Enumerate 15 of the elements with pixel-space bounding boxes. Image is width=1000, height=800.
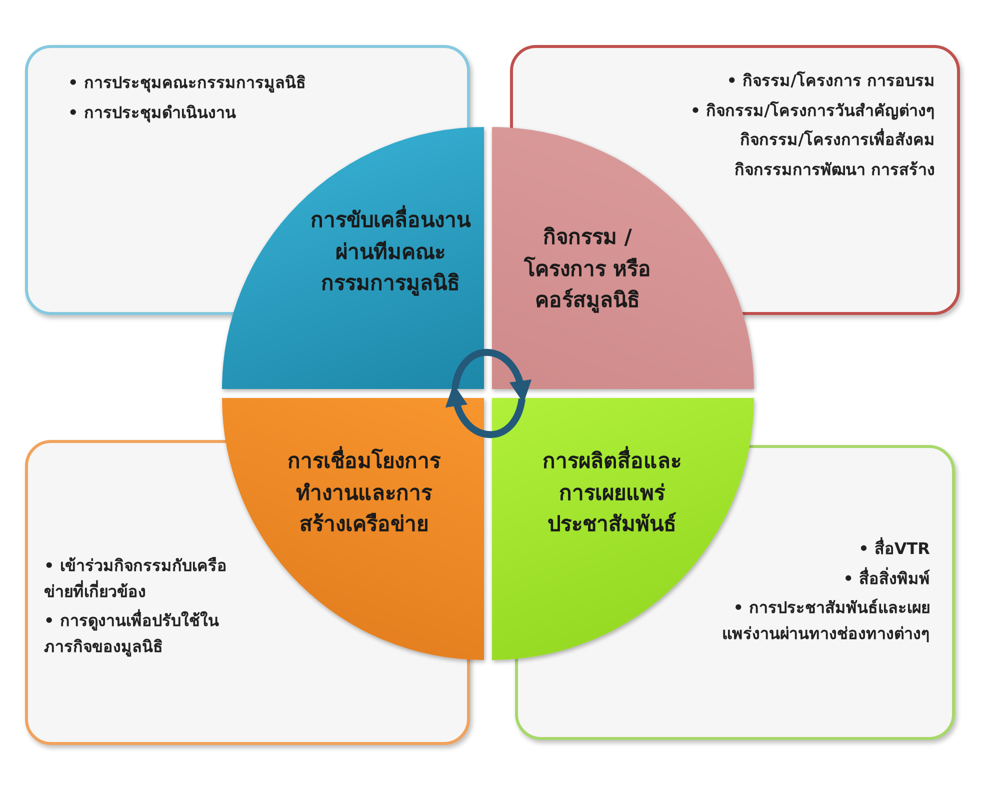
bullet-item: • การประชุมดำเนินงาน: [68, 102, 237, 124]
bullet-item: • เข้าร่วมกิจกรรมกับเครือข่ายที่เกี่ยวข้อง: [44, 555, 228, 603]
bullet-item: • การประชาสัมพันธ์และเผยแพร่งานผ่านทางช่องทางต่างๆ: [721, 597, 930, 645]
quadrant-label: การผลิตสื่อและการเผยแพร่ประชาสัมพันธ์: [532, 446, 692, 540]
bullet-item: • การดูงานเพื่อปรับใช้ในภารกิจของมูลนิธิ: [44, 608, 220, 659]
bullet-item: • กิจรรม/โครงการ การอบรม: [726, 70, 935, 92]
quadrant-label: กิจกรรม / โครงการ หรือ คอร์สมูลนิธิ: [522, 224, 652, 315]
quadrant-label: การเชื่อมโยงการทำงานและการสร้างเครือข่าย: [284, 446, 444, 540]
bullet-item: • การประชุมคณะกรรมการมูลนิธิ: [68, 72, 307, 95]
bullet-item: • สื่อสิ่งพิมพ์: [842, 566, 930, 590]
bullet-item: กิจกรรม/โครงการเพื่อสังคม: [739, 127, 935, 152]
quadrant-label: การขับเคลื่อนงานผ่านทีมคณะกรรมการมูลนิธิ: [303, 205, 478, 300]
bullet-item: • สื่อVTR: [858, 536, 930, 560]
bullet-item: • กิจกรรม/โครงการวันสำคัญต่างๆ: [689, 100, 935, 122]
bullet-item: กิจกรรมการพัฒนา การสร้าง: [733, 158, 935, 181]
